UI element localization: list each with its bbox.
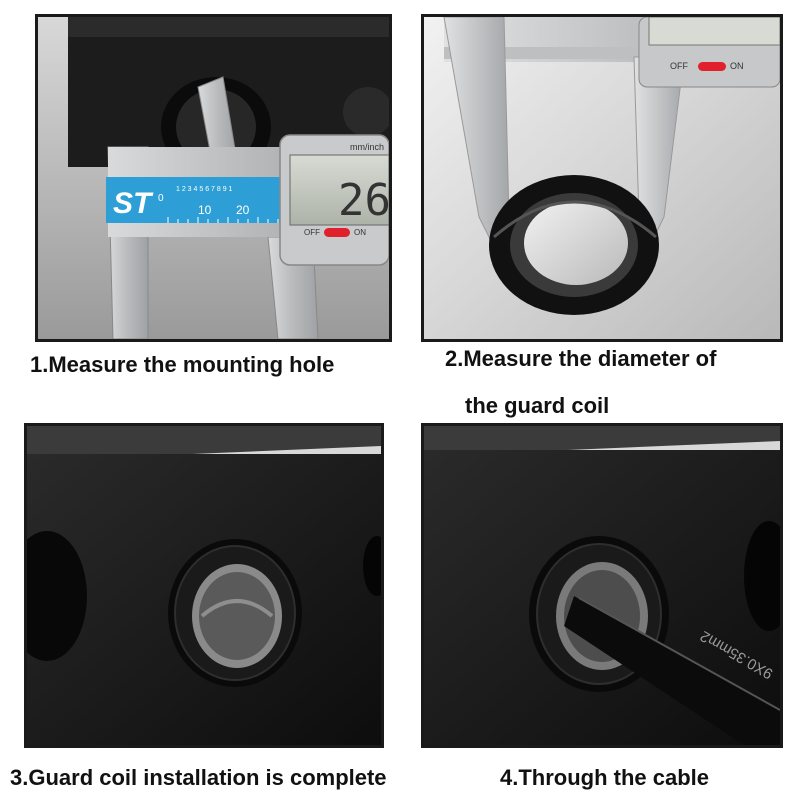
brand-logo: ST (113, 187, 154, 220)
fine-scale: 1 2 3 4 5 6 7 8 9 1 (176, 186, 233, 193)
scale-strip (106, 177, 306, 223)
caption-step-1: 1.Measure the mounting hole (30, 352, 335, 377)
caption-step-2-line-1: 2.Measure the diameter of (445, 346, 717, 371)
photo-through-cable: 9X0.35mm2 (421, 423, 783, 748)
scale-label-10: 10 (198, 203, 212, 217)
power-switch (324, 228, 350, 237)
caption-step-2-line-2: the guard coil (465, 393, 610, 418)
power-switch-2 (698, 62, 726, 71)
off-label-2: OFF (670, 61, 688, 71)
off-label: OFF (304, 228, 320, 237)
scale-label-0: 0 (158, 193, 164, 204)
scale-label-20: 20 (236, 203, 250, 217)
cable (564, 596, 780, 745)
caliper-guard-coil-image: OFF ON (424, 17, 780, 339)
photo-measure-guard-coil: OFF ON (421, 14, 783, 342)
on-label-2: ON (730, 61, 744, 71)
cable-through-grommet-image: 9X0.35mm2 (424, 426, 780, 745)
caption-step-4: 4.Through the cable (500, 765, 710, 790)
caliper-mounting-hole-image: ST 0 1 2 3 4 5 6 7 8 9 1 10 20 mm/inch 2… (38, 17, 389, 339)
photo-measure-mounting-hole: ST 0 1 2 3 4 5 6 7 8 9 1 10 20 mm/inch 2… (35, 14, 392, 342)
lcd-reading: 26 (338, 175, 389, 226)
lcd-screen (289, 154, 389, 226)
unit-label: mm/inch (350, 142, 384, 152)
on-label: ON (354, 228, 366, 237)
caption-step-3: 3.Guard coil installation is complete (10, 765, 387, 790)
installed-guard-coil-image (27, 426, 381, 745)
photo-guard-coil-installed (24, 423, 384, 748)
